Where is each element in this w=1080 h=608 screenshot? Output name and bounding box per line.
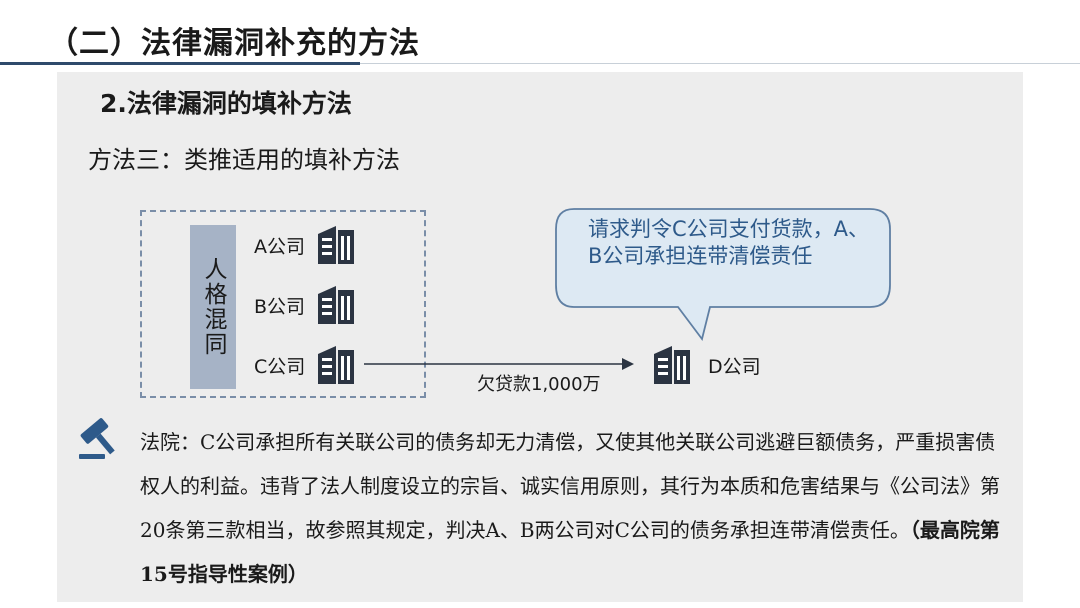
section-title: 2.法律漏洞的填补方法 [100,89,352,118]
method-title: 方法三：类推适用的填补方法 [88,146,400,174]
gavel-icon [79,418,115,459]
company-a-label: A公司 [254,236,305,258]
court-ruling: 法院：C公司承担所有关联公司的债务却无力清偿，又使其他关联公司逃避巨额债务，严重… [140,420,1010,596]
company-b-label: B公司 [254,296,306,318]
case-citation: （最高院第15号指导性案例） [140,518,1000,586]
claim-text: 请求判令C公司支付货款，A、B公司承担连带清偿责任 [588,217,870,268]
affiliated-group-box [140,210,426,398]
loan-label: 欠贷款1,000万 [477,374,601,395]
company-c-label: C公司 [254,356,306,378]
company-d-label: D公司 [708,356,761,378]
speech-bubble [555,208,891,342]
header-rule [0,62,360,65]
group-label: 人格混同 [200,257,226,357]
page-title: （二）法律漏洞补充的方法 [48,26,420,61]
building-icon [654,346,690,384]
building-icon [318,286,354,324]
group-label-box: 人格混同 [190,225,236,389]
header-divider [360,63,1080,64]
building-icon [318,226,354,264]
debt-arrow [364,358,634,370]
court-ruling-body: 法院：C公司承担所有关联公司的债务却无力清偿，又使其他关联公司逃避巨额债务，严重… [140,430,1000,542]
building-icon [318,346,354,384]
